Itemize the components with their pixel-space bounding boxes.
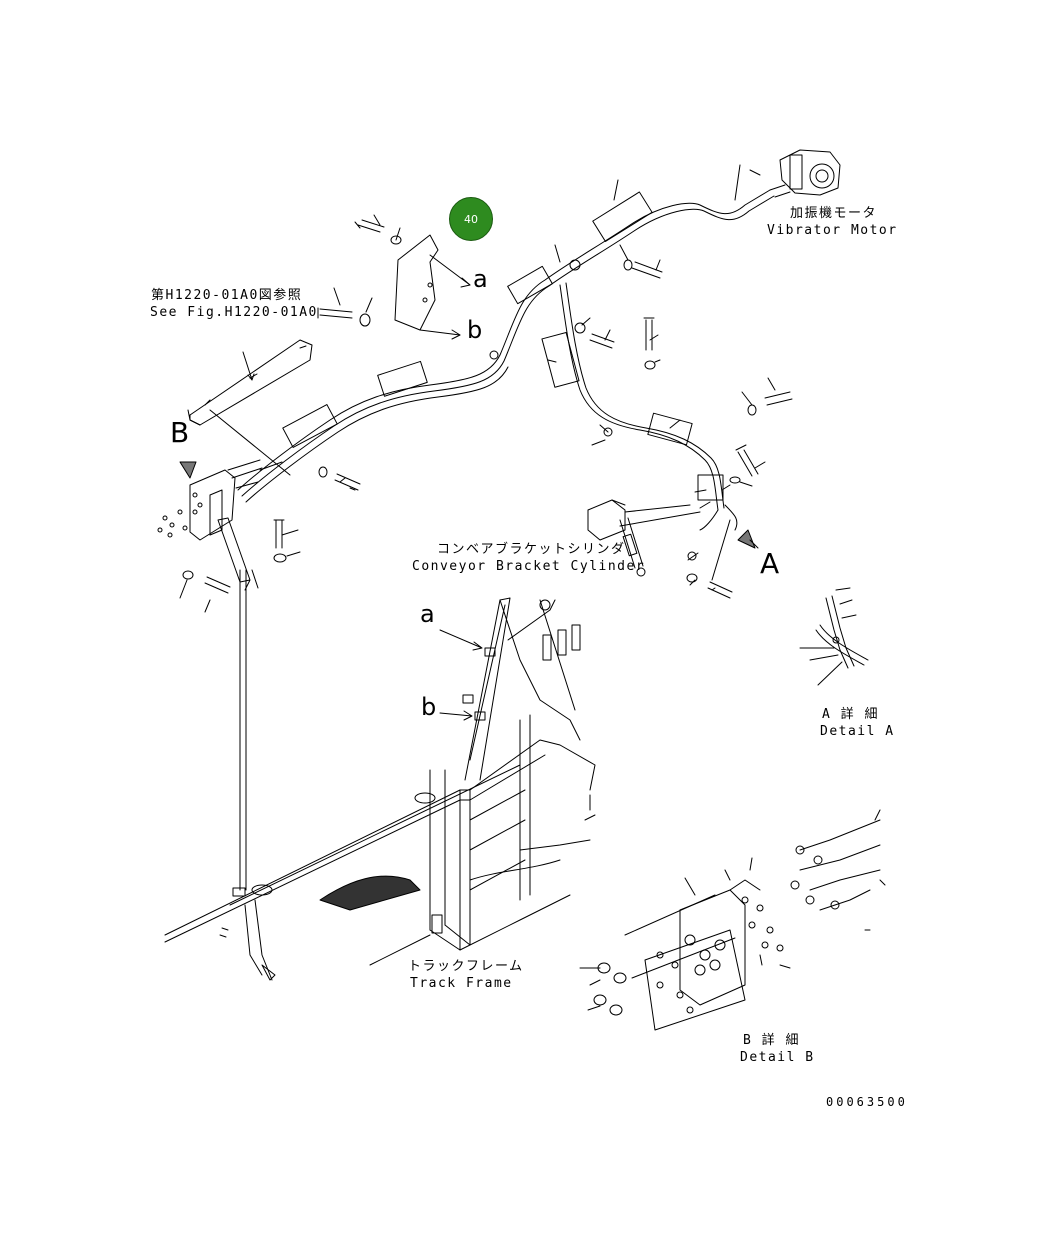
vibrator-motor-label-en: Vibrator Motor	[767, 223, 898, 238]
hose-harness	[237, 184, 791, 531]
detail-b-label-en: Detail B	[740, 1050, 815, 1065]
bracket-plate-40	[394, 234, 471, 340]
track-frame-label-jp: トラックフレーム	[408, 959, 524, 974]
vibrator-motor	[734, 149, 841, 201]
callout-40[interactable]: 40	[449, 197, 493, 241]
reference-label-jp: 第H1220-01A0図参照	[151, 288, 303, 303]
reference-bracket	[187, 339, 313, 476]
conveyor-bracket-label-en: Conveyor Bracket Cylinder	[412, 559, 646, 574]
detail-a-label-jp: A 詳 細	[822, 707, 879, 722]
view-b-marker: B	[170, 416, 190, 449]
drawing-number: 00063500	[826, 1095, 908, 1109]
detail-b-label-jp: B 詳 細	[743, 1033, 800, 1048]
bolts	[182, 219, 793, 599]
reference-label-en: See Fig.H1220-01A0	[150, 305, 318, 320]
valve-block	[157, 459, 263, 891]
marker-a-lower: a	[420, 600, 435, 628]
leader-lines	[179, 179, 776, 613]
marker-a-upper: a	[473, 265, 488, 293]
conveyor-bracket-label-jp: コンベアブラケットシリンダ	[437, 542, 626, 557]
track-frame	[164, 597, 596, 981]
marker-b-upper: b	[467, 316, 483, 344]
marker-b-lower: b	[421, 693, 437, 721]
detail-a	[799, 587, 869, 686]
marker-arrows	[439, 629, 483, 721]
view-arrow-a	[737, 529, 759, 549]
conveyor-bracket-cylinder	[587, 499, 701, 577]
track-frame-label-en: Track Frame	[410, 976, 513, 991]
view-a-marker: A	[760, 547, 780, 580]
detail-a-label-en: Detail A	[820, 724, 895, 739]
vibrator-motor-label-jp: 加振機モータ	[790, 206, 878, 221]
detail-b	[579, 809, 886, 1031]
